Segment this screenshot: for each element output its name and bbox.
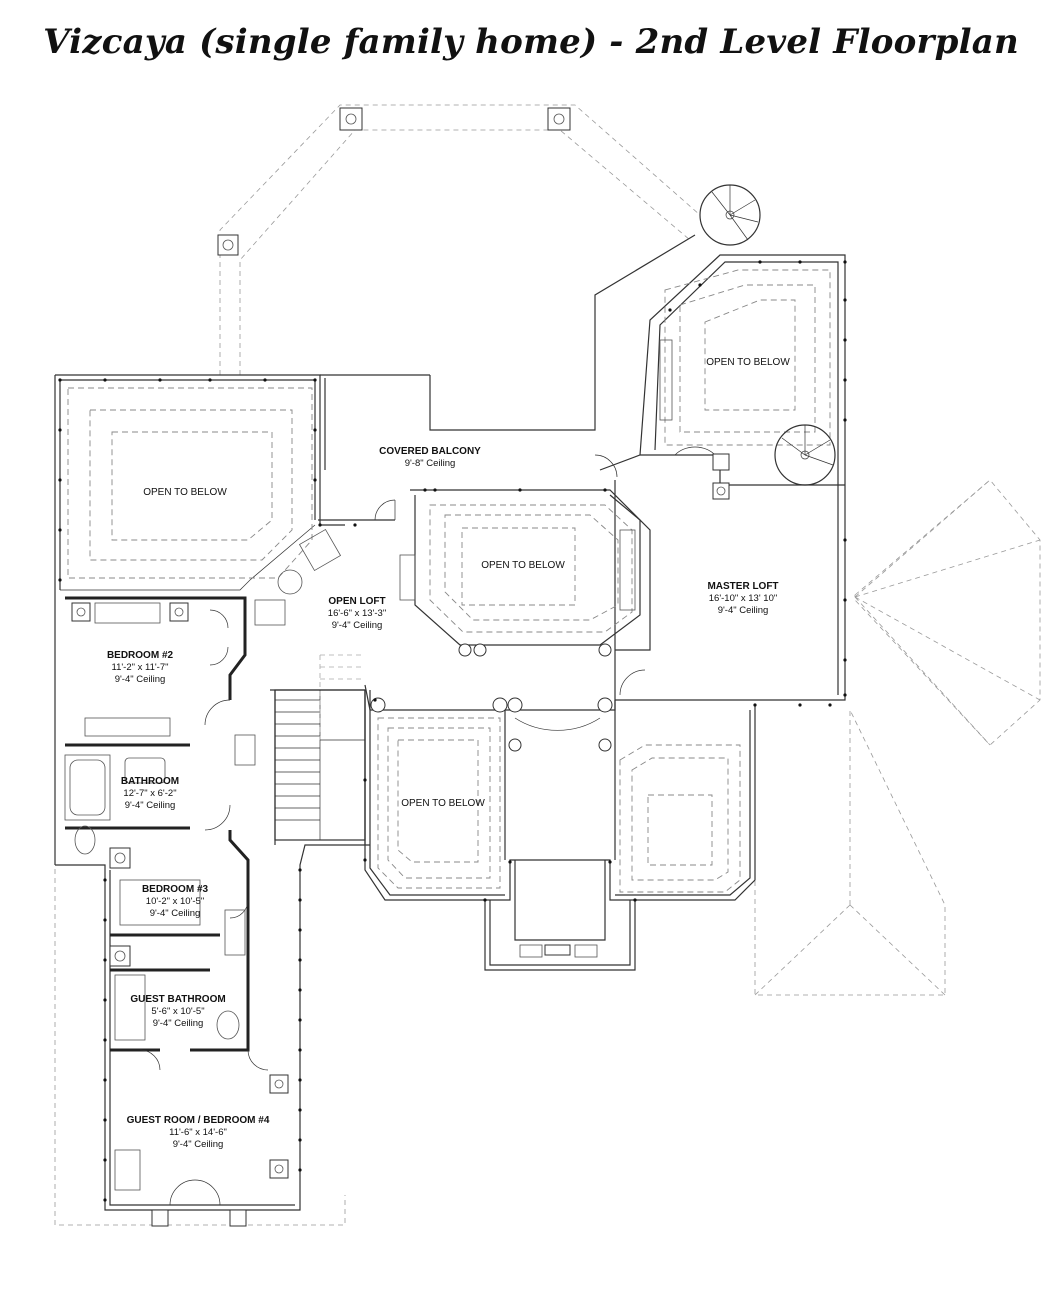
guest-bathroom-ceiling: 9'-4" Ceiling: [153, 1018, 204, 1029]
bedroom2-name: BEDROOM #2: [107, 650, 174, 661]
guest-bathroom-size: 5'-6" x 10'-5": [151, 1006, 204, 1017]
plan-title: Vizcaya (single family home) - 2nd Level…: [43, 22, 1019, 62]
open-to-below-lower-center-label: OPEN TO BELOW: [401, 798, 485, 809]
master-loft-name: MASTER LOFT: [707, 581, 778, 592]
open-loft-size: 16'-6" x 13'-3": [328, 608, 386, 619]
bedroom3-ceiling: 9'-4" Ceiling: [150, 908, 201, 919]
interior-walls: [60, 454, 845, 1052]
guest-room-size: 11'-6" x 14'-6": [169, 1127, 227, 1138]
railing-dots: [58, 260, 847, 1202]
room-labels: OPEN TO BELOW OPEN TO BELOW OPEN TO BELO…: [107, 357, 790, 1150]
master-loft-size: 16'-10" x 13' 10": [709, 593, 777, 604]
open-loft-name: OPEN LOFT: [328, 596, 385, 607]
bathroom-size: 12'-7" x 6'-2": [123, 788, 176, 799]
guest-bathroom-name: GUEST BATHROOM: [130, 994, 225, 1005]
master-loft-ceiling: 9'-4" Ceiling: [718, 605, 769, 616]
spiral-stairs: [699, 184, 836, 486]
bathroom-name: BATHROOM: [121, 776, 179, 787]
exterior-walls: [54, 234, 846, 1211]
fixtures: [64, 339, 673, 1191]
roof-outlines: [54, 104, 1041, 1226]
bedroom3-size: 10'-2" x 10'-5": [146, 896, 204, 907]
bathroom-ceiling: 9'-4" Ceiling: [125, 800, 176, 811]
open-to-below-top-left-label: OPEN TO BELOW: [143, 487, 227, 498]
open-loft-ceiling: 9'-4" Ceiling: [332, 620, 383, 631]
open-to-below-zones: [67, 269, 831, 893]
door-swings: [139, 446, 716, 1206]
stairs: [274, 654, 366, 841]
bedroom2-ceiling: 9'-4" Ceiling: [115, 674, 166, 685]
bedroom2-size: 11'-2" x 11'-7": [111, 662, 168, 673]
bedroom3-name: BEDROOM #3: [142, 884, 209, 895]
columns: [71, 107, 730, 1227]
open-to-below-top-right-label: OPEN TO BELOW: [706, 357, 790, 368]
covered-balcony-name: COVERED BALCONY: [379, 446, 481, 457]
covered-balcony-ceiling: 9'-8" Ceiling: [405, 458, 456, 469]
guest-room-ceiling: 9'-4" Ceiling: [173, 1139, 224, 1150]
open-to-below-center-label: OPEN TO BELOW: [481, 560, 565, 571]
guest-room-name: GUEST ROOM / BEDROOM #4: [127, 1115, 270, 1126]
